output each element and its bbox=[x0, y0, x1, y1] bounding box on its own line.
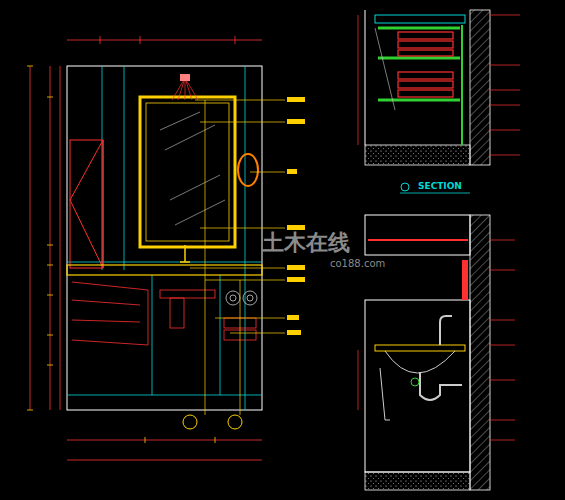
section-upper bbox=[358, 10, 520, 165]
watermark-url: co188.com bbox=[330, 258, 385, 269]
section-title: SECTION bbox=[418, 181, 462, 191]
watermark: 土木在线 bbox=[262, 228, 350, 258]
section-lower bbox=[358, 215, 515, 490]
